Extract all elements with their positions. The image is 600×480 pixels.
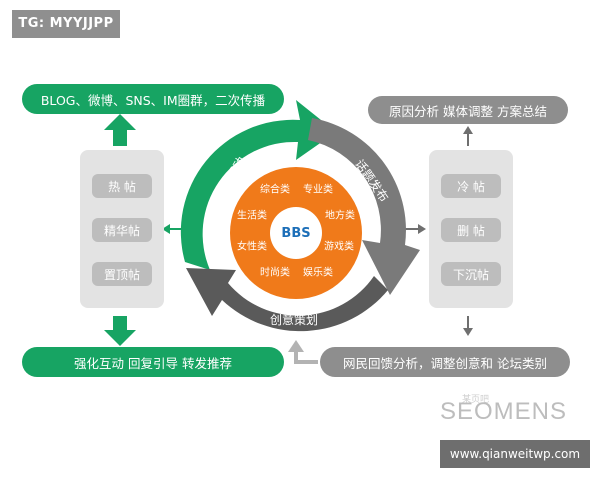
- category-label: 女性类: [237, 241, 267, 253]
- watermark: SEOMENS: [440, 398, 568, 425]
- green-up-arrow-icon: [104, 114, 136, 146]
- gray-right-arrow-icon: [405, 224, 426, 234]
- category-label: 综合类: [260, 184, 290, 196]
- category-label: 专业类: [303, 184, 333, 196]
- watermark-small: 某页吧: [462, 395, 490, 405]
- right-bottom-pill: 网民回馈分析，调整创意和 论坛类别: [320, 347, 570, 377]
- right-panel: 冷 帖 删 帖 下沉帖: [429, 150, 513, 308]
- green-left-arrow-icon: [162, 224, 182, 234]
- left-arc: [180, 100, 336, 270]
- gray-down-arrow-icon: [463, 316, 473, 336]
- category-label: 游戏类: [324, 241, 354, 253]
- right-chip-deleted: 删 帖: [441, 218, 501, 242]
- left-top-pill: BLOG、微博、SNS、IM圈群，二次传播: [22, 84, 284, 114]
- top-tag: TG: MYYJJPP: [12, 10, 120, 38]
- right-top-pill: 原因分析 媒体调整 方案总结: [368, 96, 568, 124]
- category-label: 地方类: [325, 210, 355, 222]
- left-panel: 热 帖 精华帖 置顶帖: [80, 150, 164, 308]
- green-down-arrow-icon: [104, 316, 136, 346]
- bbs-center-label: BBS: [270, 207, 322, 259]
- right-arc: [308, 118, 420, 295]
- return-arrow-icon: [294, 350, 318, 364]
- left-bottom-pill: 强化互动 回复引导 转发推荐: [22, 347, 284, 377]
- right-chip-sunk: 下沉帖: [441, 262, 501, 286]
- arc-label-bottom: 创意策划: [270, 313, 319, 327]
- right-chip-cold: 冷 帖: [441, 174, 501, 198]
- category-label: 时尚类: [260, 267, 290, 279]
- left-chip-pinned: 置顶帖: [92, 262, 152, 286]
- category-label: 娱乐类: [303, 267, 333, 279]
- footer-url: www.qianweitwp.com: [440, 440, 590, 468]
- category-label: 生活类: [237, 210, 267, 222]
- gray-up-arrow-icon: [463, 126, 473, 146]
- left-chip-elite: 精华帖: [92, 218, 152, 242]
- left-chip-hot: 热 帖: [92, 174, 152, 198]
- bottom-arc: [186, 268, 388, 332]
